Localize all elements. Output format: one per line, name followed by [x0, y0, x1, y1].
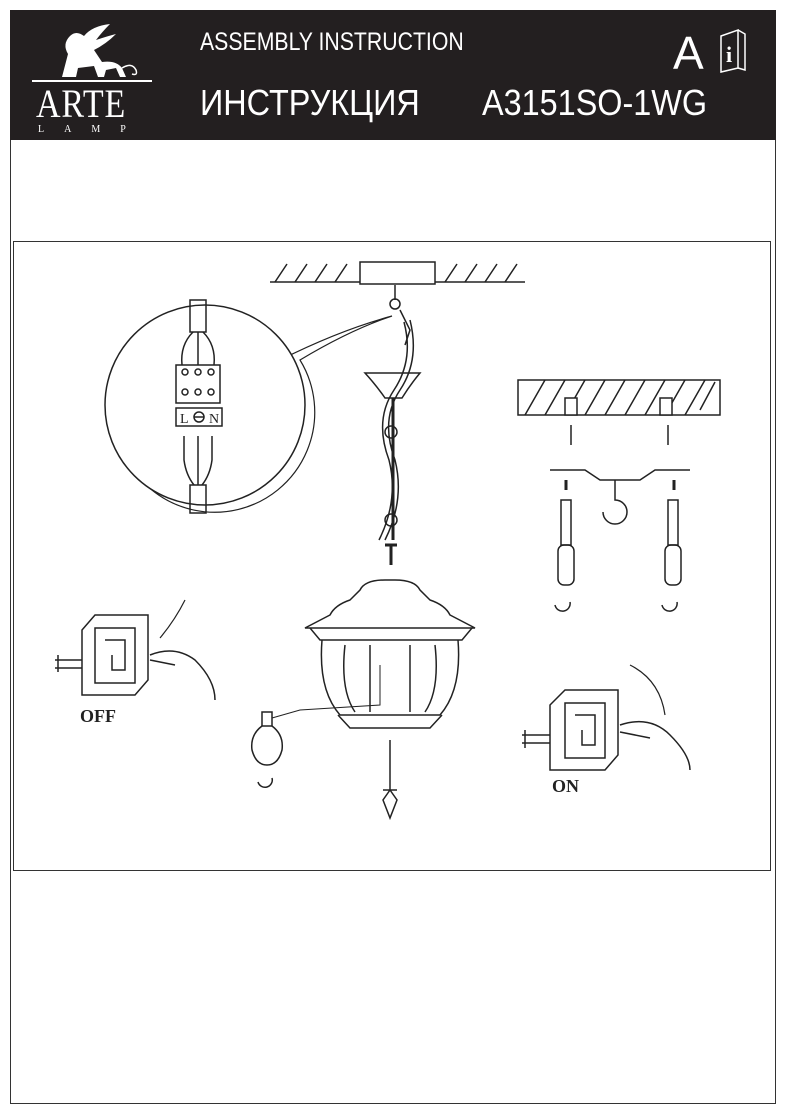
- lantern-lamp: [271, 579, 476, 821]
- title-russian: ИНСТРУКЦИЯ: [200, 82, 420, 123]
- switch-on-illustration: ON: [522, 664, 691, 796]
- title-english: ASSEMBLY INSTRUCTION: [200, 28, 464, 56]
- manual-icon-letter: i: [726, 42, 732, 67]
- header: ARTE LAMP ASSEMBLY INSTRUCTION ИНСТРУКЦИ…: [10, 10, 776, 140]
- logo-rule: [32, 80, 152, 82]
- brand-logo: ARTE: [36, 81, 127, 126]
- manual-book-icon: i: [720, 28, 746, 73]
- griffin-logo-icon: [62, 24, 138, 77]
- model-number: A3151SO-1WG: [482, 82, 708, 123]
- ceiling-hatch: [270, 261, 525, 285]
- installation-diagram-frame: [13, 241, 771, 871]
- switch-off-label: OFF: [80, 706, 116, 726]
- switch-on-label: ON: [552, 776, 579, 796]
- light-bulb: [250, 711, 284, 788]
- terminal-label-live: L: [180, 412, 189, 427]
- wiring-detail: L N: [104, 299, 306, 514]
- bracket-installation: [517, 379, 721, 612]
- switch-off-illustration: OFF: [55, 599, 216, 726]
- brand-subtitle: LAMP: [38, 124, 146, 135]
- language-badge: A: [673, 27, 704, 79]
- terminal-label-neutral: N: [209, 412, 219, 427]
